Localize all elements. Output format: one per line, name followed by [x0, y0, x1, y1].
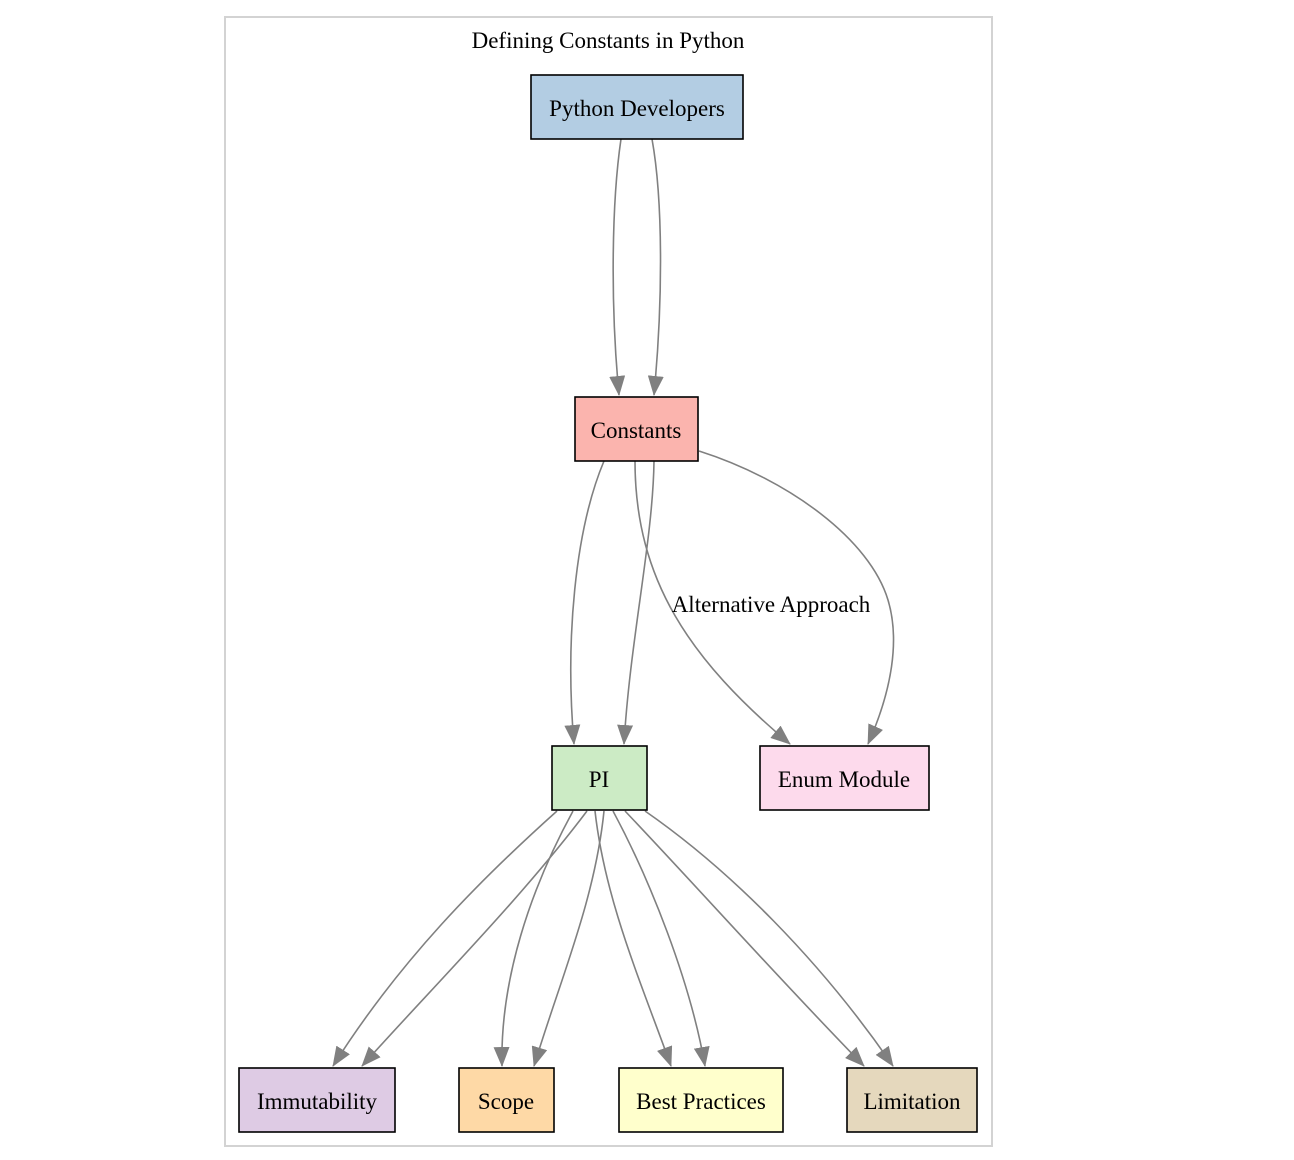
cluster-frame [224, 16, 993, 1147]
edge-constants-to-enum-module-1 [634, 460, 791, 745]
edge-label-alternative-approach: Alternative Approach [672, 592, 871, 617]
node-limitation-label: Limitation [863, 1089, 961, 1114]
edge-constants-to-pi-1 [564, 460, 605, 745]
edge-pi-to-immutability-2 [361, 810, 588, 1067]
node-constants-box [574, 396, 699, 462]
node-scope: Scope [458, 1067, 555, 1133]
node-pi: PI [551, 745, 648, 811]
node-enum-module-label: Enum Module [778, 767, 910, 792]
node-best-practices: Best Practices [618, 1067, 784, 1133]
node-best-practices-box [618, 1067, 784, 1133]
edge-pi-to-scope-1 [493, 810, 574, 1067]
node-constants-label: Constants [591, 418, 682, 443]
node-immutability-label: Immutability [257, 1089, 378, 1114]
edge-python-developers-to-constants-2 [647, 138, 664, 396]
node-enum-module-box [759, 745, 930, 811]
node-constants: Constants [574, 396, 699, 462]
edges [332, 138, 895, 1067]
edge-pi-to-best-practices-2 [612, 810, 710, 1067]
node-pi-box [551, 745, 648, 811]
edge-constants-to-enum-module-2 [698, 450, 895, 745]
edge-python-developers-to-constants-1 [609, 138, 626, 396]
node-best-practices-label: Best Practices [636, 1089, 766, 1114]
edge-pi-to-limitation-1 [624, 810, 865, 1067]
edge-constants-to-pi-2 [617, 460, 655, 745]
node-scope-label: Scope [478, 1089, 534, 1114]
node-python-developers-label: Python Developers [549, 96, 725, 121]
node-immutability-box [238, 1067, 396, 1133]
edge-pi-to-best-practices-1 [594, 810, 673, 1067]
edge-pi-to-scope-2 [531, 810, 605, 1067]
node-immutability: Immutability [238, 1067, 396, 1133]
edge-pi-to-immutability-1 [332, 810, 558, 1067]
node-pi-label: PI [589, 767, 609, 792]
diagram-title: Defining Constants in Python [472, 28, 745, 53]
node-enum-module: Enum Module [759, 745, 930, 811]
node-limitation-box [846, 1067, 978, 1133]
node-python-developers: Python Developers [530, 74, 744, 140]
node-scope-box [458, 1067, 555, 1133]
node-python-developers-box [530, 74, 744, 140]
node-limitation: Limitation [846, 1067, 978, 1133]
edge-pi-to-limitation-2 [644, 810, 894, 1067]
